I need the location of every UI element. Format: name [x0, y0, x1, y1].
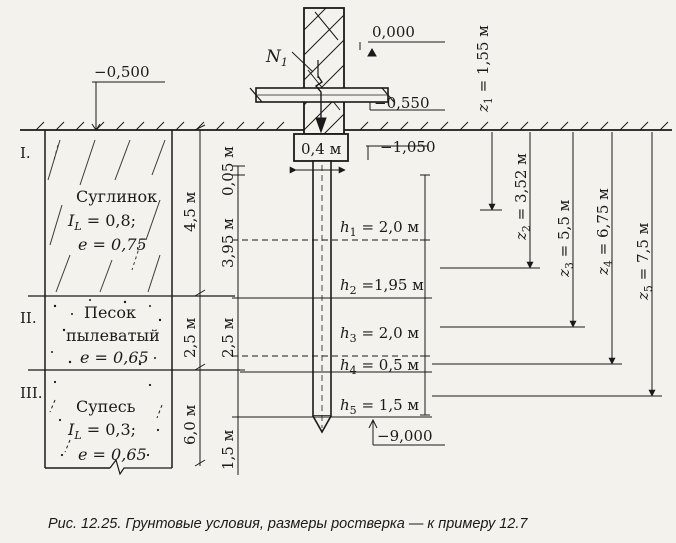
layer-1-thickness: 4,5 м — [181, 191, 199, 232]
layer-2-numeral: II. — [20, 309, 37, 327]
level-cap-bottom: −1,050 — [380, 138, 436, 156]
pile-dim-1: 0,05 м — [219, 146, 237, 196]
layer-1-numeral: I. — [20, 144, 31, 162]
layer-3-thickness: 6,0 м — [181, 404, 199, 445]
clay-hatching — [47, 139, 166, 293]
depth-z1: z1 = 1,55 м — [474, 25, 495, 113]
sand-dots — [51, 299, 162, 366]
level-marks — [91, 41, 445, 446]
layer-1-name: Суглинок — [76, 187, 157, 206]
level-slab-bottom: −0,550 — [374, 94, 430, 112]
depth-z5: z5 = 7,5 м — [634, 222, 655, 301]
layer-2-name-1: Песок — [84, 303, 136, 322]
level-surface: −0,500 — [94, 63, 150, 81]
pile-dim-4: 1,5 м — [219, 429, 237, 470]
depth-z4: z4 = 6,75 м — [594, 188, 615, 276]
depth-z3: z3 = 5,5 м — [555, 199, 576, 278]
sublayer-h3: h3 = 2,0 м — [340, 324, 419, 345]
depth-dims — [432, 132, 662, 397]
sandy-loam-pattern — [49, 380, 163, 457]
sublayer-h4: h4 = 0,5 м — [340, 356, 419, 377]
load-arrow — [291, 51, 327, 134]
ground-surface — [20, 121, 672, 131]
level-pile-tip: −9,000 — [377, 427, 433, 445]
load-label: N1 — [265, 47, 288, 69]
figure-caption: Рис. 12.25. Грунтовые условия, размеры р… — [48, 516, 528, 532]
sublayer-lines — [232, 174, 432, 418]
layer-2-param2: e = 0,65 — [80, 348, 149, 367]
thickness-dims — [194, 124, 245, 475]
pile-dim-3: 2,5 м — [219, 317, 237, 358]
layer-3-name: Супесь — [76, 397, 136, 416]
layer-3-numeral: III. — [20, 384, 43, 402]
layer-2-thickness: 2,5 м — [181, 317, 199, 358]
floor-slab — [249, 87, 395, 103]
layer-3-param2: e = 0,65 — [78, 445, 147, 464]
structure — [249, 7, 395, 434]
level-top: 0,000 — [372, 23, 415, 41]
sublayer-h1: h1 = 2,0 м — [340, 218, 419, 239]
sublayer-h5: h5 = 1,5 м — [340, 396, 419, 417]
soil-layers — [28, 130, 240, 476]
layer-1-param2: e = 0,75 — [78, 235, 147, 254]
cap-width: 0,4 м — [301, 140, 342, 158]
pile — [312, 160, 332, 434]
layer-3-param1: IL = 0,3; — [67, 420, 136, 442]
depth-z2: z2 = 3,52 м — [512, 153, 533, 241]
wall — [303, 7, 345, 135]
layer-1-param1: IL = 0,8; — [67, 211, 136, 233]
sublayer-h2: h2 =1,95 м — [340, 276, 424, 297]
pile-dim-2: 3,95 м — [219, 218, 237, 268]
labels: 0,000 −0,500 −0,550 −1,050 −9,000 N1 0,4… — [20, 23, 655, 532]
layer-2-name-2: пылеватый — [66, 326, 160, 345]
